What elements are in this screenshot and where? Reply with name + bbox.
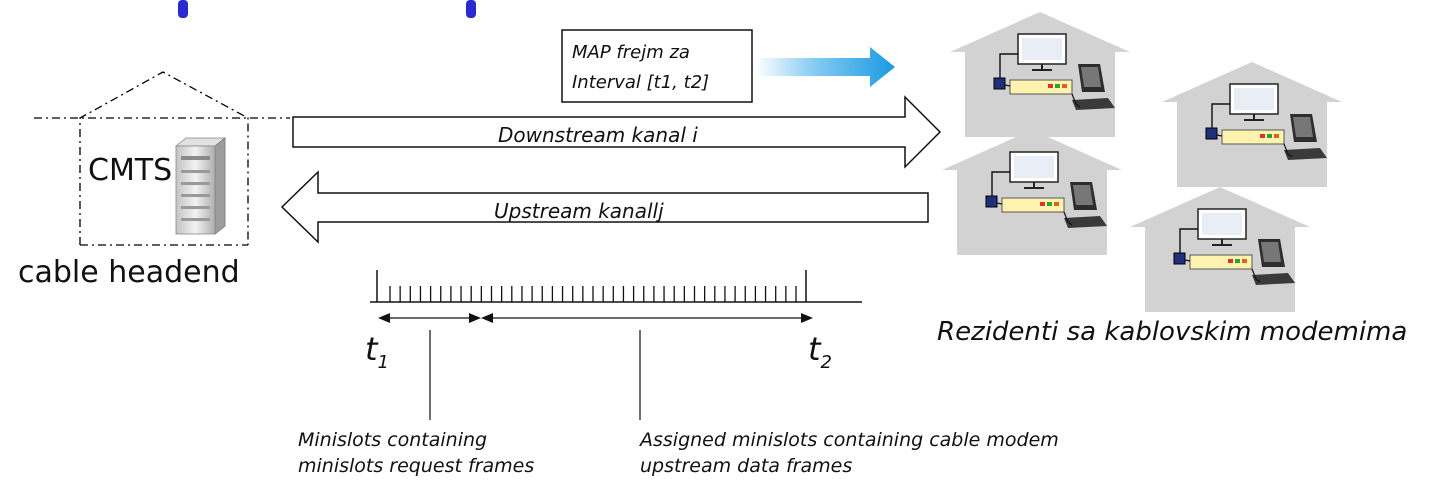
request-note-line2: minislots request frames xyxy=(298,455,534,477)
headend-caption: cable headend xyxy=(18,255,240,290)
request-note-line1: Minislots containing xyxy=(298,429,487,451)
minislot-timeline xyxy=(370,270,862,303)
assigned-note-line1: Assigned minislots containing cable mode… xyxy=(638,429,1059,451)
data-interval-arrow xyxy=(481,313,813,323)
residences-caption: Rezidenti sa kablovskim modemima xyxy=(937,317,1407,347)
t2-label: t2 xyxy=(808,330,832,373)
request-interval-arrow xyxy=(378,313,481,323)
assigned-note-line2: upstream data frames xyxy=(640,455,852,477)
map-frame-arrow xyxy=(755,47,895,87)
upstream-arrow xyxy=(280,170,929,244)
map-frame-box xyxy=(561,29,753,103)
downstream-arrow xyxy=(292,95,942,169)
map-frame-line2: Interval [t1, t2] xyxy=(572,72,709,93)
headend-house-outline xyxy=(34,71,290,246)
map-frame-line1: MAP frejm za xyxy=(572,42,690,63)
upstream-label: Upstream kanallj xyxy=(494,199,664,223)
residence-house-1 xyxy=(949,11,1131,138)
residence-house-4 xyxy=(1129,186,1311,313)
top-accent-bar-left xyxy=(178,0,188,18)
cmts-label: CMTS xyxy=(88,153,172,188)
cmts-server-icon xyxy=(174,137,227,235)
t1-label: t1 xyxy=(365,330,389,373)
top-accent-bar-right xyxy=(466,0,476,18)
downstream-label: Downstream kanal i xyxy=(498,123,698,147)
residence-house-2 xyxy=(1161,61,1343,188)
residence-house-3 xyxy=(941,129,1123,256)
